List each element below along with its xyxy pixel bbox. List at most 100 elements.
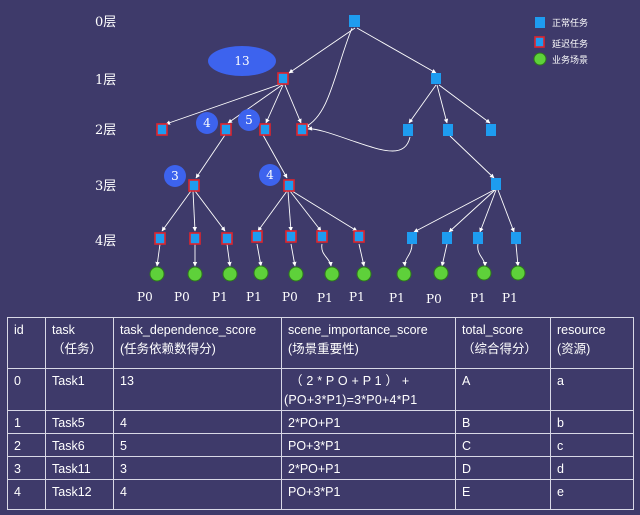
scene-node: [149, 266, 165, 282]
header-resource: resource(资源): [550, 317, 634, 369]
table-row: 3 Task11 3 2*PO+P1 D d: [7, 456, 634, 480]
level-label-2: 2层: [95, 123, 116, 138]
score-badge: [238, 109, 260, 131]
legend-scene-icon: [533, 52, 547, 66]
delayed-task-node: [188, 179, 200, 192]
task-dependency-diagram: 0层 1层 2层 3层 4层: [95, 15, 588, 306]
scene-label: P0: [137, 290, 153, 304]
level-label-4: 4层: [95, 234, 116, 249]
table-header-row: id task（任务） task_dependence_score(任务依赖数得…: [7, 317, 634, 369]
scene-node: [433, 265, 449, 281]
legend-normal-label: 正常任务: [552, 17, 588, 29]
cell-scene: 2*PO+P1: [281, 410, 456, 434]
delayed-task-node: [283, 179, 295, 192]
delayed-task-node: [353, 230, 365, 243]
normal-task-node: [431, 73, 441, 84]
task-nodes: [154, 15, 521, 245]
cell-scene: PO+3*P1: [281, 433, 456, 457]
cell-task: Task12: [45, 479, 114, 510]
normal-task-node: [407, 232, 417, 244]
cell-resource: d: [550, 456, 634, 480]
score-badge: [259, 164, 281, 186]
scene-label: P1: [246, 290, 262, 304]
delayed-task-node: [285, 230, 297, 243]
cell-dependence: 13: [113, 368, 282, 411]
scene-label: P1: [502, 291, 518, 305]
table-row: 2 Task6 5 PO+3*P1 C c: [7, 433, 634, 457]
cell-total: C: [455, 433, 551, 457]
level-label-3: 3层: [95, 179, 116, 194]
legend: 正常任务 延迟任务 业务场景: [533, 17, 588, 66]
header-task: task（任务）: [45, 317, 114, 369]
score-badge-label: 5: [245, 113, 253, 127]
dependency-edges: [155, 27, 520, 267]
cell-scene: 2*PO+P1: [281, 456, 456, 480]
cell-id: 2: [7, 433, 46, 457]
delayed-task-node: [154, 232, 166, 245]
cell-scene: （ 2 * P O + P 1 ） + (PO+3*P1)=3*P0+4*P1: [281, 368, 456, 411]
score-badge-label: 4: [266, 168, 274, 182]
score-badge: [208, 46, 276, 76]
task-score-table: id task（任务） task_dependence_score(任务依赖数得…: [7, 317, 634, 510]
delayed-task-node: [156, 123, 168, 136]
delayed-task-node: [259, 123, 271, 136]
cell-scene: PO+3*P1: [281, 479, 456, 510]
delayed-task-node: [220, 123, 232, 136]
header-dependence: task_dependence_score(任务依赖数得分): [113, 317, 282, 369]
delayed-task-node: [251, 230, 263, 243]
scene-node: [396, 266, 412, 282]
scene-node: [288, 266, 304, 282]
task-score-table-wrapper: id task（任务） task_dependence_score(任务依赖数得…: [7, 317, 634, 510]
level-label-0: 0层: [95, 15, 116, 30]
table-row: 1 Task5 4 2*PO+P1 B b: [7, 410, 634, 434]
legend-scene-label: 业务场景: [552, 54, 588, 66]
cell-dependence: 4: [113, 479, 282, 510]
normal-task-node: [473, 232, 483, 244]
scene-label: P0: [426, 292, 442, 306]
scene-node: [253, 265, 269, 281]
header-id: id: [7, 317, 46, 369]
scene-node: [222, 266, 238, 282]
cell-total: B: [455, 410, 551, 434]
legend-normal-icon: [535, 17, 545, 28]
normal-task-node: [486, 124, 496, 136]
score-badges: 13 4 5 3 4: [164, 46, 281, 187]
cell-dependence: 5: [113, 433, 282, 457]
scene-node: [356, 266, 372, 282]
cell-dependence: 4: [113, 410, 282, 434]
delayed-task-node: [189, 232, 201, 245]
scene-label: P1: [212, 290, 228, 304]
cell-total: E: [455, 479, 551, 510]
scene-label: P1: [470, 291, 486, 305]
level-label-1: 1层: [95, 73, 116, 88]
score-badge: [164, 165, 186, 187]
normal-task-node: [491, 178, 501, 190]
normal-task-node: [403, 124, 413, 136]
scene-node: [510, 265, 526, 281]
scene-nodes: [149, 265, 526, 282]
scene-label: P0: [282, 290, 298, 304]
normal-task-node: [443, 124, 453, 136]
normal-task-node: [442, 232, 452, 244]
scene-node: [476, 265, 492, 281]
legend-delayed-icon: [534, 36, 545, 48]
header-total: total_score（综合得分）: [455, 317, 551, 369]
delayed-task-node: [277, 72, 289, 85]
cell-total: A: [455, 368, 551, 411]
scene-label: P0: [174, 290, 190, 304]
cell-id: 1: [7, 410, 46, 434]
scene-node: [187, 266, 203, 282]
delayed-task-node: [316, 230, 328, 243]
scene-label: P1: [389, 291, 405, 305]
table-row: 0 Task1 13 （ 2 * P O + P 1 ） + (PO+3*P1)…: [7, 368, 634, 411]
score-badge-label: 3: [171, 169, 179, 183]
cell-resource: b: [550, 410, 634, 434]
scene-label: P1: [317, 291, 333, 305]
cell-task: Task6: [45, 433, 114, 457]
delayed-task-node: [221, 232, 233, 245]
cell-task: Task11: [45, 456, 114, 480]
score-badge-label: 13: [234, 54, 249, 68]
score-badge-label: 4: [203, 116, 211, 130]
normal-task-node: [511, 232, 521, 244]
cell-id: 3: [7, 456, 46, 480]
